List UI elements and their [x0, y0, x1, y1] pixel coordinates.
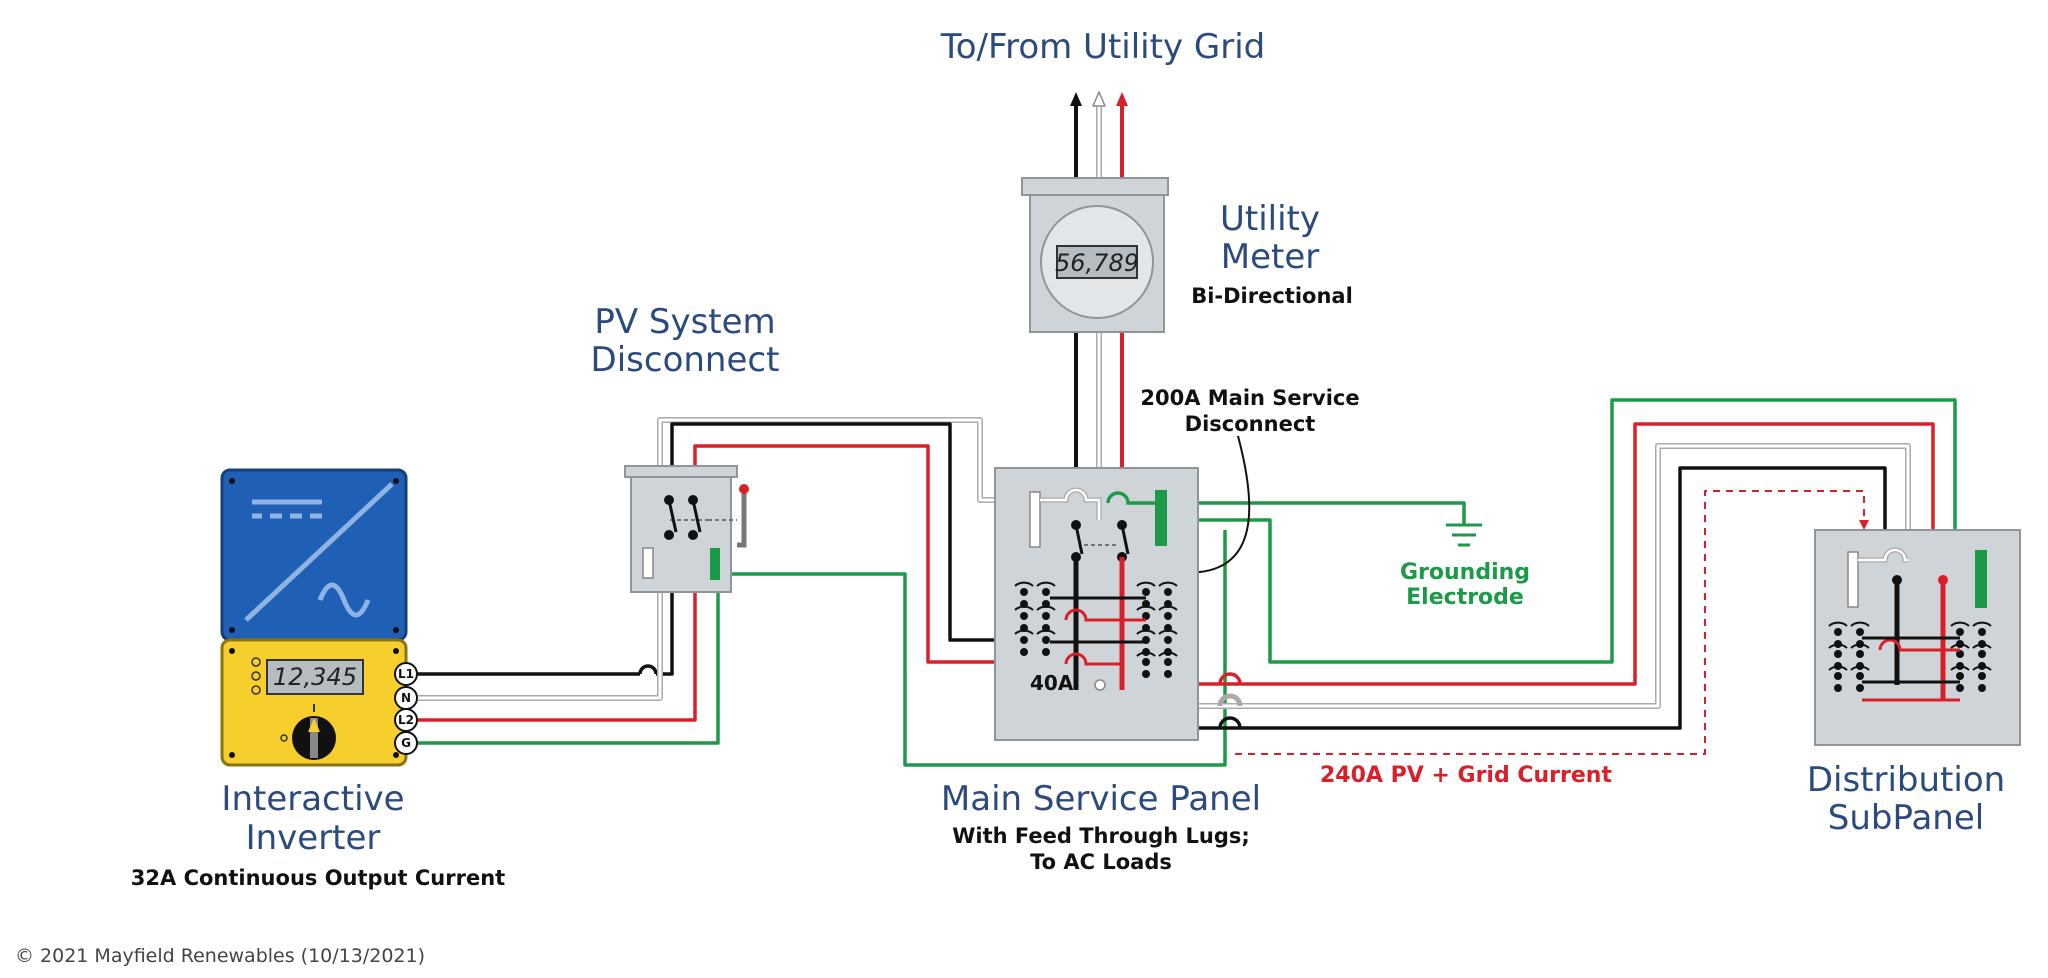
- utility-meter: 56,789: [1021, 177, 1169, 333]
- meter-title-line1: Utility: [1220, 199, 1320, 239]
- copyright-notice: © 2021 Mayfield Renewables (10/13/2021): [15, 945, 425, 967]
- inverter-display: [266, 659, 364, 695]
- pv-grid-current-label: 240A PV + Grid Current: [1320, 763, 1612, 788]
- pv-system-disconnect: [624, 465, 749, 593]
- main-ground-bar: [1155, 490, 1167, 546]
- subpanel-title-line2: SubPanel: [1828, 798, 1984, 838]
- main-service-panel: 40A: [994, 467, 1199, 741]
- disconnect-handle-knob: [739, 484, 749, 494]
- terminal-l2: L2: [398, 713, 414, 727]
- inverter-terminals: L1 N L2 G: [394, 662, 418, 755]
- terminal-l1: L1: [398, 667, 414, 681]
- inverter-reading: 12,345: [273, 663, 357, 691]
- grounding-label-line2: Electrode: [1406, 585, 1524, 610]
- breaker-stab: [1014, 629, 1056, 656]
- bus-link: [1064, 608, 1146, 622]
- grid-title: To/From Utility Grid: [940, 27, 1265, 67]
- service-drop-wires: [1070, 91, 1128, 178]
- inverter-title-line2: Inverter: [246, 818, 381, 858]
- main-panel-title: Main Service Panel: [941, 779, 1261, 819]
- grounding-label-line1: Grounding: [1400, 560, 1530, 585]
- inverter-title-line1: Interactive: [221, 779, 404, 819]
- terminal-n: N: [401, 691, 411, 705]
- meter-display: [1056, 245, 1138, 279]
- inverter-subtitle: 32A Continuous Output Current: [131, 866, 505, 890]
- breaker-stab: [1950, 665, 1992, 692]
- terminal-g: G: [401, 736, 411, 750]
- sub-ground-bar: [1975, 550, 1987, 608]
- inverter-dial: [280, 704, 336, 760]
- subpanel-title-line1: Distribution: [1807, 760, 2005, 800]
- main-panel-subtitle-line1: With Feed Through Lugs;: [952, 824, 1250, 848]
- bus-link: [1878, 638, 1960, 652]
- interactive-inverter: 12,345 L1 N L2 G: [220, 468, 418, 767]
- inverter-dc-ac-icon: [244, 482, 394, 622]
- main-disconnect-label-line2: Disconnect: [1185, 412, 1316, 436]
- breaker-stab: [1828, 643, 1870, 670]
- inverter-output-wires: [412, 417, 1072, 745]
- meter-title-line2: Meter: [1221, 237, 1320, 277]
- meter-reading: 56,789: [1055, 249, 1139, 277]
- pv-disconnect-title-line1: PV System: [594, 302, 775, 342]
- diagram-labels: To/From Utility Grid Utility Meter Bi-Di…: [15, 27, 2005, 967]
- feeder-crossovers: [1217, 672, 1243, 729]
- breaker-40a-label: 40A: [1030, 671, 1074, 695]
- subpanel-feeder-wires: [1076, 422, 1935, 730]
- breaker-stab: [1828, 665, 1870, 692]
- main-panel-subtitle-line2: To AC Loads: [1030, 850, 1172, 874]
- breaker-stab: [1136, 651, 1178, 678]
- grounding-electrode-symbol: [1446, 503, 1482, 547]
- subpanel-breakers: [1828, 621, 1992, 702]
- pv-disconnect-title-line2: Disconnect: [591, 340, 780, 380]
- pv-to-panel-wires: [670, 422, 1227, 767]
- pv-ground-bar: [710, 548, 720, 580]
- distribution-subpanel: [1814, 529, 2021, 746]
- bus-link: [1064, 652, 1122, 666]
- meter-subtitle: Bi-Directional: [1191, 284, 1353, 308]
- pv-grid-current-path: [1235, 490, 1865, 755]
- main-panel-breakers: [1014, 581, 1178, 678]
- main-disconnect-label-line1: 200A Main Service: [1140, 386, 1359, 410]
